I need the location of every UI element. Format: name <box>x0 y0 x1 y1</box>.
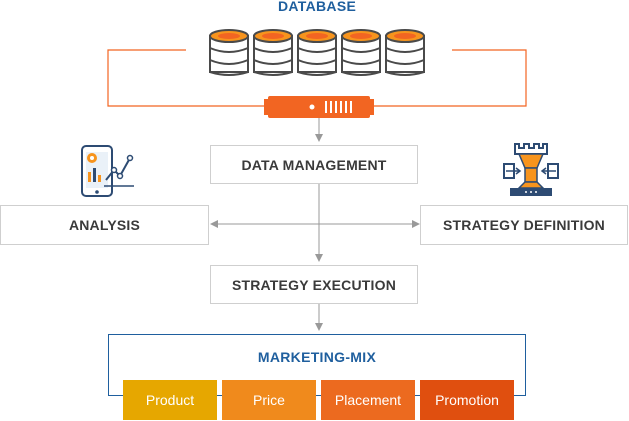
database-disk-icon <box>297 29 337 76</box>
mix-item-promotion: Promotion <box>420 380 514 420</box>
database-icon <box>209 29 425 76</box>
database-disk-icon <box>253 29 293 76</box>
data-management-box: DATA MANAGEMENT <box>210 145 418 184</box>
mix-item-placement: Placement <box>321 380 415 420</box>
database-disk-icon <box>385 29 425 76</box>
database-bracket <box>107 49 527 107</box>
marketing-mix-title: MARKETING-MIX <box>257 349 377 365</box>
server-bar-icon <box>264 96 374 118</box>
mix-item-product: Product <box>123 380 217 420</box>
strategy-execution-box: STRATEGY EXECUTION <box>210 265 418 304</box>
mix-item-price: Price <box>222 380 316 420</box>
strategy-definition-box: STRATEGY DEFINITION <box>420 205 628 245</box>
database-disk-icon <box>209 29 249 76</box>
chess-rook-strategy-icon <box>503 143 559 196</box>
analysis-box: ANALYSIS <box>0 205 209 245</box>
database-disk-icon <box>341 29 381 76</box>
mobile-analytics-icon <box>81 145 134 197</box>
database-title: DATABASE <box>278 0 357 14</box>
